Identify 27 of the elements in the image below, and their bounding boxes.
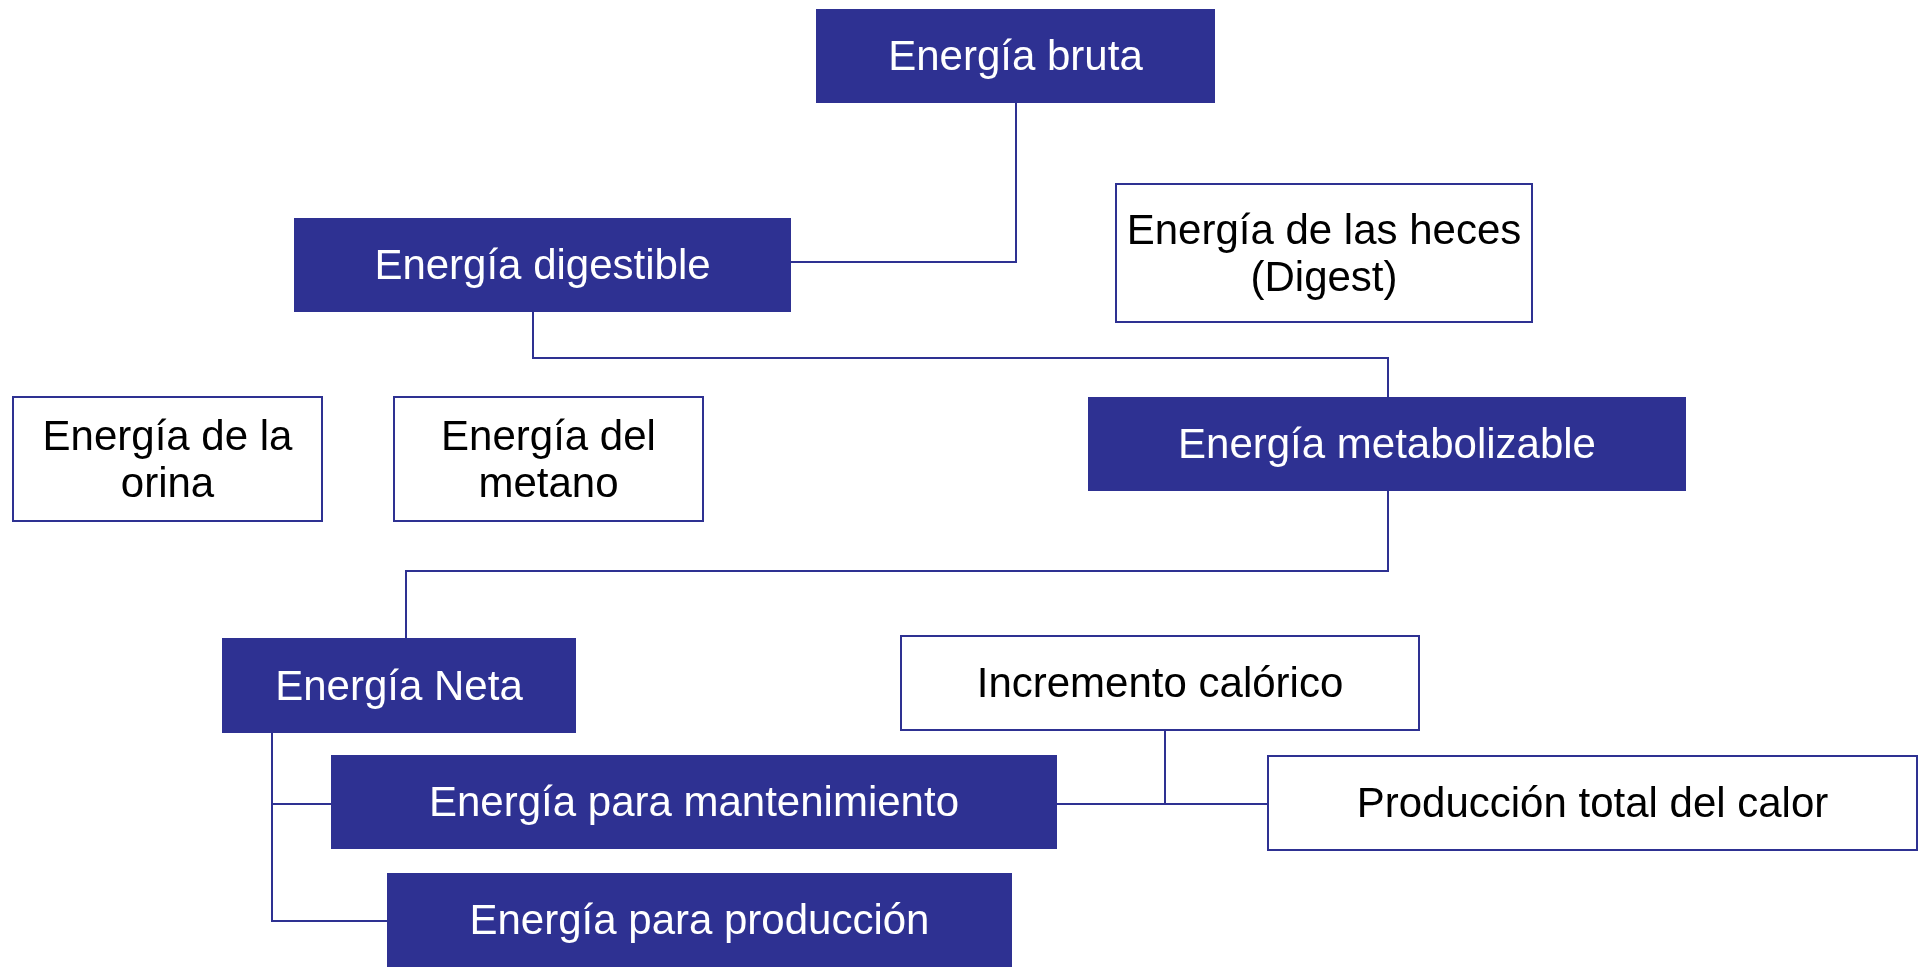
node-label: Energía del metano [440,411,657,507]
node-label: Energía digestible [374,241,711,289]
node-label: Energía Neta [275,662,523,709]
process-box [1088,397,1686,491]
connector-line [271,732,388,922]
process-box [387,873,1012,967]
node-label: Producción total del calor [1356,779,1829,827]
node-label: Energía de las heces (Digest) [1125,205,1523,301]
node-label: Energía de la orina [41,411,294,507]
process-box [331,755,1057,849]
node-label: Energía metabolizable [1178,420,1596,468]
process-box [294,218,791,312]
process-box [1267,755,1918,851]
node-label: Energía para mantenimiento [429,778,959,826]
process-box [12,396,323,522]
node-label: Energía para producción [469,896,930,944]
connector-line [532,311,1389,398]
connector-line [405,490,1389,639]
process-box [900,635,1420,731]
connector-line [790,102,1017,263]
process-box [816,9,1215,103]
node-label: Energía bruta [888,32,1143,80]
process-box [393,396,704,522]
process-box [222,638,576,733]
connector-line [1164,730,1268,805]
node-label: Incremento calórico [976,659,1344,707]
process-box [1115,183,1533,323]
